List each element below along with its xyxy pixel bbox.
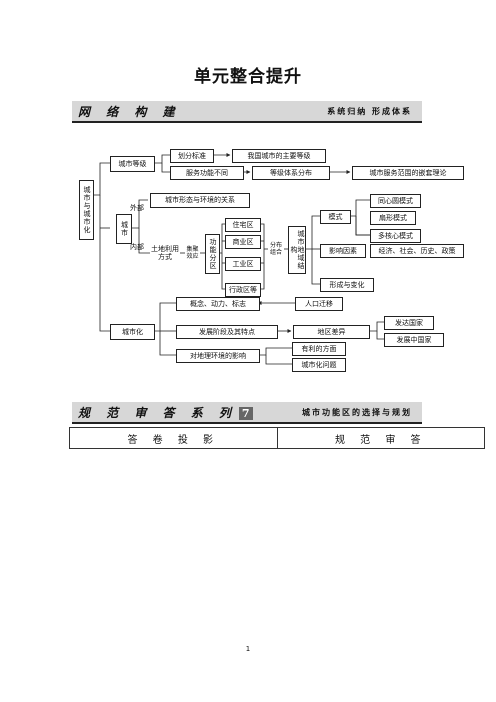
node-distribution-combination: 分布组合 bbox=[268, 240, 284, 258]
page-number: 1 bbox=[245, 645, 251, 653]
node-sector: 扇形模式 bbox=[370, 211, 416, 225]
col-standard-review: 规 范 审 答 bbox=[276, 428, 485, 448]
node-land-use: 土地利用方式 bbox=[150, 242, 180, 264]
page-title: 单元整合提升 bbox=[194, 67, 302, 87]
node-commercial: 商业区 bbox=[225, 235, 261, 249]
node-factor-list: 经济、社会、历史、政策 bbox=[370, 244, 464, 258]
node-industrial: 工业区 bbox=[225, 257, 261, 271]
node-service-function: 服务功能不同 bbox=[170, 166, 244, 180]
root-node: 城市与城市化 bbox=[79, 180, 94, 240]
node-regional-diff: 地区差异 bbox=[293, 325, 370, 339]
series-number-badge: 7 bbox=[238, 407, 253, 420]
node-developing: 发展中国家 bbox=[384, 333, 444, 347]
node-urbanization: 城市化 bbox=[110, 324, 155, 340]
node-agglomeration: 集聚效应 bbox=[185, 244, 200, 262]
node-division-standard: 划分标准 bbox=[170, 149, 214, 163]
node-functional-zones: 功能分区 bbox=[205, 234, 220, 274]
concept-map: 城市与城市化 城市等级 划分标准 我国城市的主要等级 服务功能不同 等级体系分布… bbox=[72, 136, 472, 380]
node-nested-theory: 城市服务范围的嵌套理论 bbox=[352, 166, 464, 180]
node-residential: 住宅区 bbox=[225, 218, 261, 232]
node-factors: 影响因素 bbox=[320, 244, 366, 258]
connector-lines bbox=[92, 153, 384, 365]
banner-left-label: 网 络 构 建 bbox=[78, 105, 181, 119]
node-problems: 城市化问题 bbox=[292, 358, 346, 372]
node-multi-nuclei: 多核心模式 bbox=[370, 229, 421, 243]
banner-right-label: 系统归纳 形成体系 bbox=[327, 107, 412, 116]
section-banner-network: 网 络 构 建 系统归纳 形成体系 bbox=[72, 101, 422, 123]
label-external: 外部 bbox=[130, 204, 144, 212]
node-concentric: 同心圆模式 bbox=[370, 194, 421, 208]
node-concepts: 概念、动力、标志 bbox=[176, 297, 260, 311]
node-main-levels: 我国城市的主要等级 bbox=[232, 149, 326, 163]
banner-left-text: 规 范 审 答 系 列 bbox=[78, 406, 237, 420]
banner-right-label: 城市功能区的选择与规划 bbox=[302, 408, 412, 417]
label-internal: 内部 bbox=[130, 243, 144, 251]
node-level-distribution: 等级体系分布 bbox=[252, 166, 330, 180]
node-developed: 发达国家 bbox=[384, 316, 434, 330]
node-favorable: 有利的方面 bbox=[292, 342, 346, 356]
col-answer-projection: 答 卷 投 影 bbox=[127, 434, 220, 446]
node-city-levels: 城市等级 bbox=[110, 156, 155, 172]
node-models: 模式 bbox=[320, 210, 351, 224]
node-city: 城市 bbox=[116, 214, 132, 244]
answer-table-header: 答 卷 投 影 规 范 审 答 bbox=[69, 427, 485, 449]
node-city-form-env: 城市形态与环境的关系 bbox=[150, 193, 250, 208]
node-stages: 发展阶段及其特点 bbox=[176, 325, 278, 339]
node-migration: 人口迁移 bbox=[295, 297, 343, 311]
node-spatial-structure: 城市地域结构 bbox=[288, 226, 306, 274]
node-formation: 形成与变化 bbox=[320, 278, 374, 292]
node-administrative: 行政区等 bbox=[225, 283, 261, 297]
node-env-impact: 对地理环境的影响 bbox=[176, 349, 260, 363]
